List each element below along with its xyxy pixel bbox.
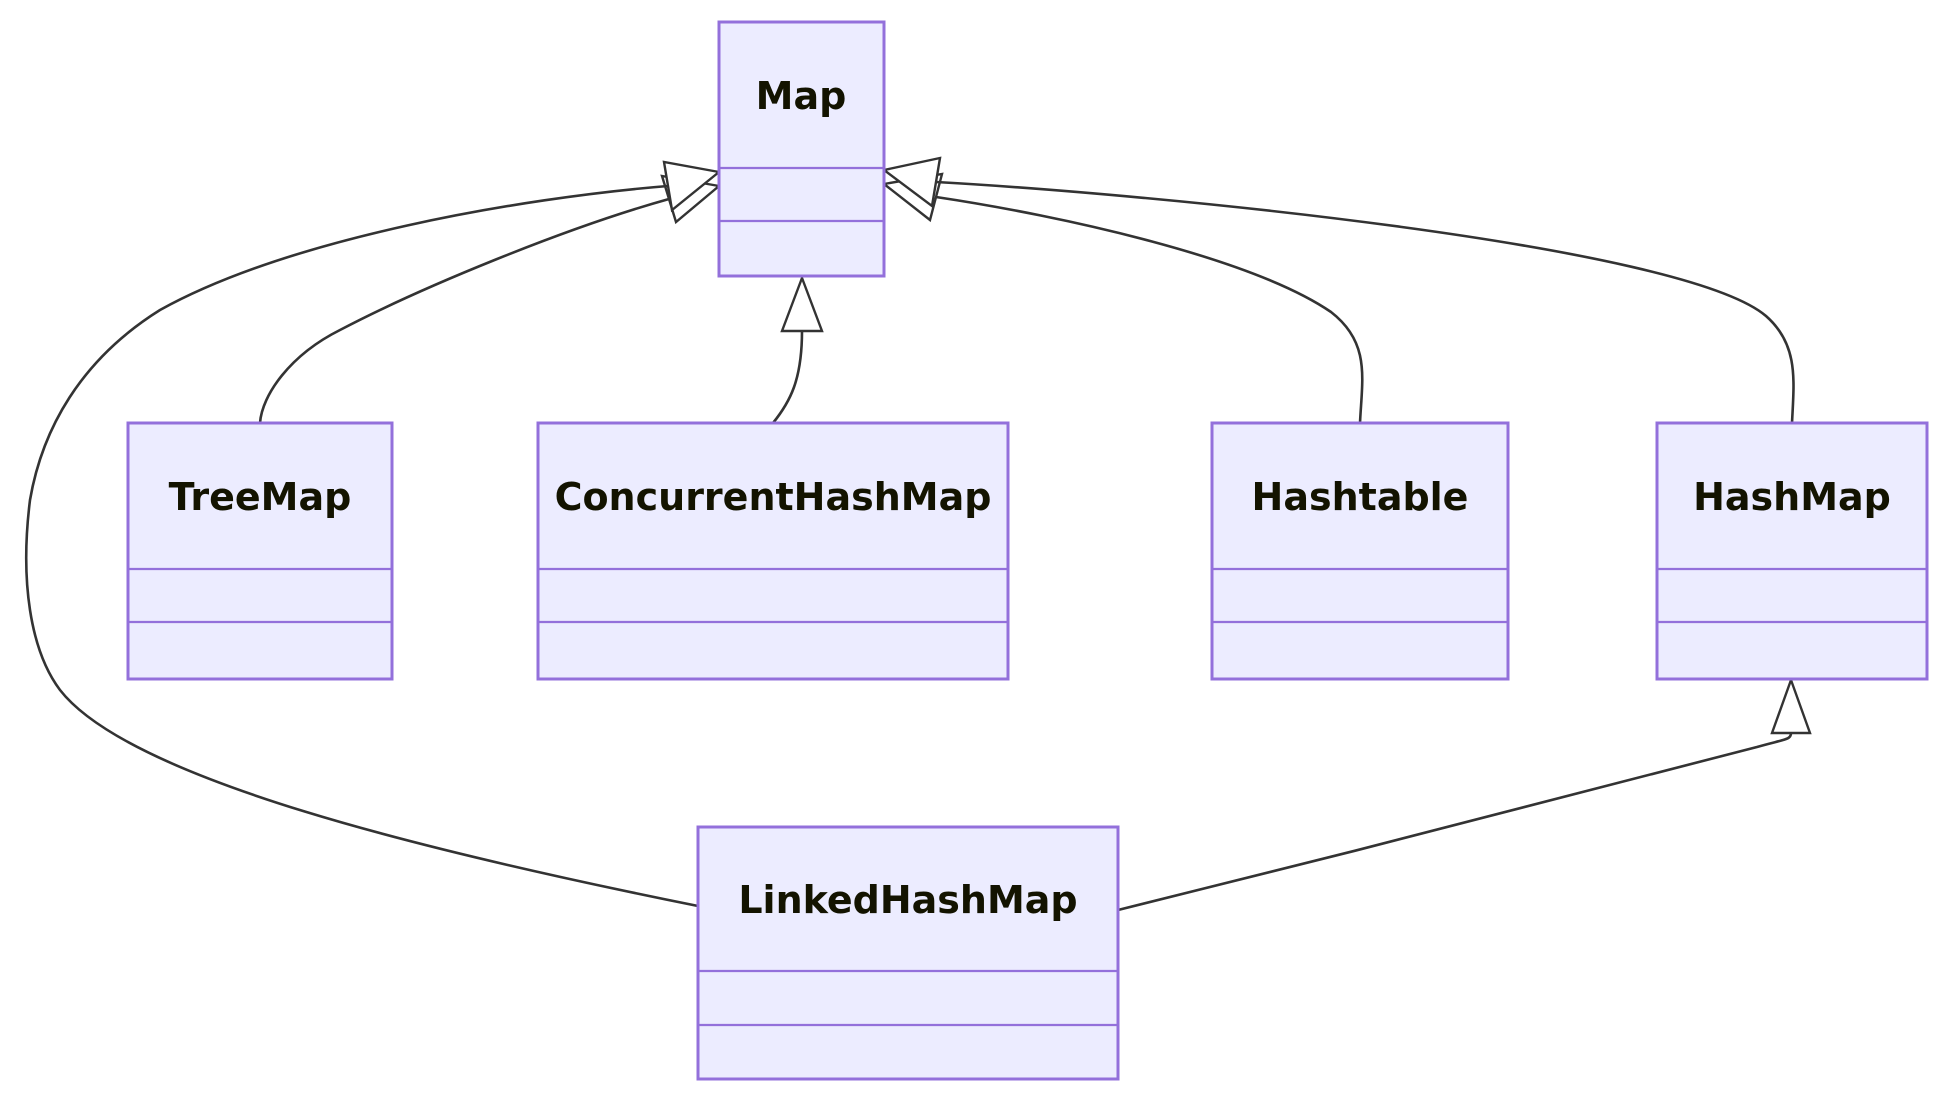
class-box-map: Map [717, 20, 886, 278]
class-body-treemap [126, 421, 394, 681]
class-title-linkedhashmap: LinkedHashMap [738, 878, 1077, 922]
inheritance-arrowhead-hashmap-map [881, 156, 942, 209]
inheritance-arrowhead-concurrenthashmap-map [780, 274, 824, 333]
class-box-hashtable: Hashtable [1210, 421, 1510, 681]
edge-hashtable-to-map [935, 195, 1364, 424]
edge-concurrenthashmap-to-map [771, 330, 804, 424]
inheritance-arrowhead-linkedhashmap-map [662, 160, 722, 213]
class-body-hashtable [1210, 421, 1510, 681]
edge-linkedhashmap-to-map [24, 184, 699, 908]
class-title-hashtable: Hashtable [1252, 475, 1469, 519]
class-body-hashmap [1655, 421, 1929, 681]
class-title-concurrenthashmap: ConcurrentHashMap [555, 475, 992, 519]
class-box-concurrenthashmap: ConcurrentHashMap [536, 421, 1010, 681]
class-body-map [717, 20, 886, 278]
class-body-linkedhashmap [696, 825, 1120, 1081]
class-title-hashmap: HashMap [1693, 475, 1891, 519]
class-box-treemap: TreeMap [126, 421, 394, 681]
class-title-map: Map [756, 74, 847, 118]
inheritance-arrowhead-linkedhashmap-hashmap [1770, 676, 1812, 735]
edges [24, 156, 1812, 912]
edge-treemap-to-map [258, 197, 670, 424]
edge-hashmap-to-map [935, 180, 1795, 424]
edge-linkedhashmap-to-hashmap [1117, 732, 1793, 912]
class-box-hashmap: HashMap [1655, 421, 1929, 681]
class-body-concurrenthashmap [536, 421, 1010, 681]
class-box-linkedhashmap: LinkedHashMap [696, 825, 1120, 1081]
class-title-treemap: TreeMap [169, 475, 352, 519]
